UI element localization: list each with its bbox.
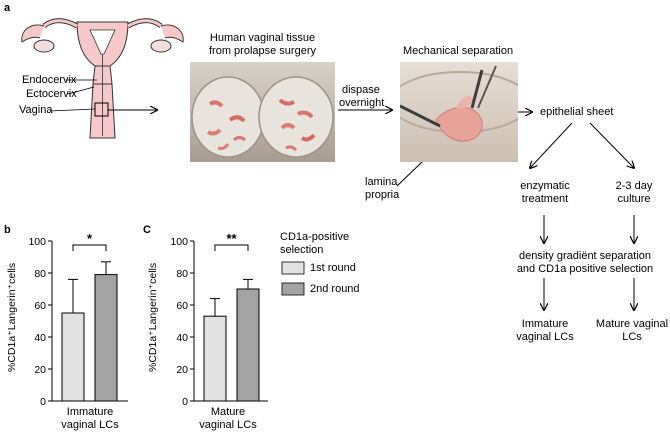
epithelial-sheet-label: epithelial sheet bbox=[540, 106, 614, 118]
legend-title-line-1: CD1a-positive bbox=[280, 231, 350, 243]
petri-dishes-image bbox=[190, 62, 335, 162]
y-tick-label: 60 bbox=[34, 300, 46, 312]
chart-c-ylabel: %CD1a⁺Langerin⁺cells bbox=[147, 262, 159, 372]
immature-out-line-2: vaginal LCs bbox=[516, 331, 574, 343]
y-tick-label: 20 bbox=[176, 364, 188, 376]
y-tick-label: 100 bbox=[170, 236, 188, 248]
bar-2nd-round bbox=[236, 288, 260, 402]
mature-out-line-1: Mature vaginal bbox=[595, 318, 669, 330]
culture-line-2: culture bbox=[617, 193, 651, 205]
enzymatic-line-2: treatment bbox=[521, 193, 569, 205]
y-tick-label: 40 bbox=[34, 332, 46, 344]
tissue-caption-line-2: from prolapse surgery bbox=[209, 45, 316, 57]
ectocervix-pointer bbox=[67, 86, 95, 95]
chart-b-xlabel-line-1: Immature bbox=[66, 406, 114, 418]
lamina-propria-line-1: lamina bbox=[365, 176, 398, 188]
vagina-pointer bbox=[49, 108, 96, 112]
y-tick-label: 0 bbox=[182, 396, 188, 408]
chart-b-ylabel: %CD1a⁺Langerin⁺cells bbox=[6, 262, 18, 372]
legend-item-2nd-round: 2nd round bbox=[310, 283, 360, 295]
panel-label-a: a bbox=[4, 2, 11, 14]
significance-bracket bbox=[72, 244, 107, 251]
separation-image bbox=[400, 62, 518, 162]
y-tick-label: 80 bbox=[34, 268, 46, 280]
y-tick-label: 20 bbox=[34, 364, 46, 376]
culture-arrow bbox=[589, 122, 634, 168]
bar-1st-round bbox=[61, 312, 85, 402]
uterus-illustration bbox=[21, 18, 184, 139]
separation-caption: Mechanical separation bbox=[403, 45, 514, 57]
chart-c-xlabel-line-1: Mature bbox=[210, 406, 246, 418]
immature-out-line-1: Immature bbox=[521, 318, 569, 330]
tissue-photo bbox=[190, 62, 335, 162]
panel-label-b: b bbox=[4, 224, 11, 236]
density-line-1: density gradiënt separation bbox=[518, 250, 652, 262]
dispase-label-line-1: dispase bbox=[342, 84, 380, 96]
dispase-label-line-2: overnight bbox=[339, 97, 385, 109]
enzymatic-arrow bbox=[530, 122, 573, 168]
y-tick-label: 80 bbox=[176, 268, 188, 280]
separation-photo bbox=[400, 62, 518, 162]
panel-label-c: C bbox=[143, 224, 151, 236]
significance-bracket bbox=[214, 244, 249, 251]
bar-1st-round bbox=[203, 315, 227, 402]
chart-panel-c: 0 20 40 60 80 100 ** bbox=[170, 231, 268, 408]
lamina-propria-line-2: propria bbox=[365, 189, 400, 201]
legend-swatch-2nd-round bbox=[281, 282, 305, 296]
y-tick-label: 60 bbox=[176, 300, 188, 312]
legend-item-1st-round: 1st round bbox=[310, 262, 356, 274]
tissue-caption-line-1: Human vaginal tissue bbox=[209, 32, 316, 44]
y-tick-label: 40 bbox=[176, 332, 188, 344]
legend-title-line-2: selection bbox=[280, 244, 324, 256]
legend-swatch-1st-round bbox=[281, 261, 305, 275]
chart-panel-b: 0 20 40 60 80 100 * bbox=[28, 231, 128, 408]
culture-line-1: 2-3 day bbox=[615, 180, 653, 192]
enzymatic-line-1: enzymatic bbox=[520, 180, 570, 192]
chart-b-xlabel-line-2: vaginal LCs bbox=[61, 419, 119, 431]
chart-c-xlabel-line-2: vaginal LCs bbox=[199, 419, 257, 431]
endocervix-label: Endocervix bbox=[22, 74, 77, 86]
bar-2nd-round bbox=[94, 274, 118, 402]
mature-out-line-2: LCs bbox=[622, 331, 642, 343]
vagina-label: Vagina bbox=[19, 104, 53, 116]
significance-label: * bbox=[87, 231, 93, 246]
ectocervix-label: Ectocervix bbox=[26, 88, 77, 100]
y-tick-label: 100 bbox=[28, 236, 46, 248]
density-line-2: and CD1a positive selection bbox=[516, 263, 654, 275]
significance-label: ** bbox=[226, 231, 237, 246]
y-tick-label: 0 bbox=[40, 396, 46, 408]
